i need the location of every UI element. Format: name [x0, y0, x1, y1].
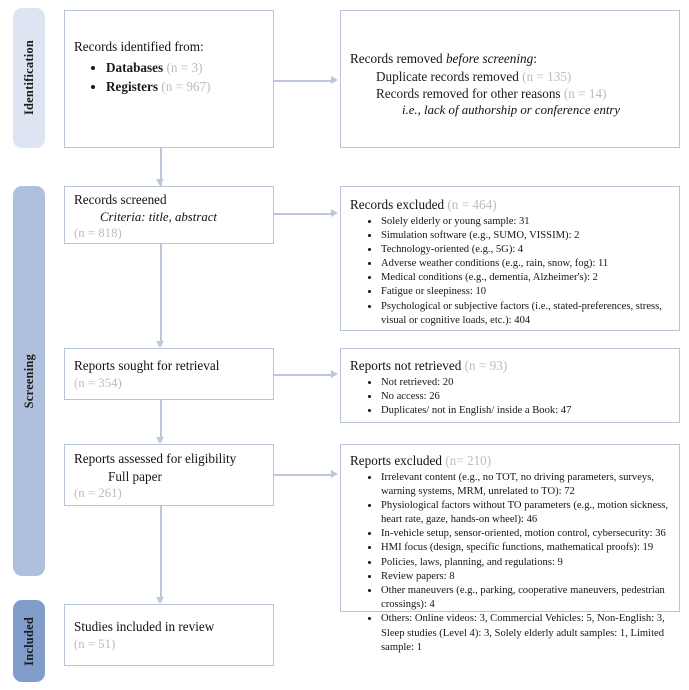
records-removed-title-b: before screening: [445, 51, 534, 66]
list-item: Registers (n = 967): [106, 77, 265, 97]
reports-assessed-count: (n = 261): [74, 485, 122, 500]
reports-excluded-count: (n= 210): [445, 453, 492, 468]
list-item: Other maneuvers (e.g., parking, cooperat…: [380, 584, 671, 612]
duplicate-records-text: Duplicate records removed: [376, 68, 523, 84]
arrowhead-assessed-to-included: [156, 597, 165, 604]
reports-excluded-title: Reports excluded (n= 210): [350, 453, 671, 470]
box-records-screened: Records screened Criteria: title, abstra…: [64, 186, 274, 244]
records-removed-title-c: :: [533, 51, 537, 66]
records-screened-title: Records screened: [74, 192, 167, 207]
list-item: Duplicates/ not in English/ inside a Boo…: [380, 404, 671, 418]
list-item: In-vehicle setup, sensor-oriented, motio…: [380, 527, 671, 541]
box-reports-assessed: Reports assessed for eligibility Full pa…: [64, 444, 274, 506]
list-item: Irrelevant content (e.g., no TOT, no dri…: [380, 471, 671, 499]
source-label: Databases: [106, 59, 164, 75]
reports-not-retrieved-title-text: Reports not retrieved: [350, 358, 465, 373]
reports-not-retrieved-count: (n = 93): [464, 358, 508, 373]
other-reasons-detail: i.e., lack of authorship or conference e…: [402, 102, 621, 117]
arrowhead-assessed-to-excluded: [331, 470, 338, 479]
list-item: Medical conditions (e.g., dementia, Alzh…: [380, 271, 671, 285]
stage-label-included: Included: [13, 600, 45, 682]
records-excluded-reason-list: Solely elderly or young sample: 31 Simul…: [350, 215, 671, 329]
reports-sought-count: (n = 354): [74, 375, 122, 390]
list-item: Adverse weather conditions (e.g., rain, …: [380, 257, 671, 271]
stage-label-screening: Screening: [13, 186, 45, 576]
other-reasons-text: Records removed for other reasons: [376, 85, 564, 101]
reports-not-retrieved-reason-list: Not retrieved: 20 No access: 26 Duplicat…: [350, 376, 671, 419]
list-item: Databases (n = 3): [106, 58, 265, 78]
box-records-identified: Records identified from: Databases (n = …: [64, 10, 274, 148]
arrowhead-sought-to-notretrieved: [331, 370, 338, 379]
connector-screened-to-excluded: [274, 213, 332, 215]
connector-sought-stem: [160, 400, 162, 437]
list-item: Psychological or subjective factors (i.e…: [380, 300, 671, 328]
records-excluded-title: Records excluded (n = 464): [350, 197, 671, 214]
records-identified-title: Records identified from:: [74, 39, 204, 54]
connector-assessed-to-excluded: [274, 474, 332, 476]
records-excluded-count: (n = 464): [447, 197, 497, 212]
box-reports-sought: Reports sought for retrieval (n = 354): [64, 348, 274, 400]
reports-excluded-title-text: Reports excluded: [350, 453, 446, 468]
stage-label-screening-text: Screening: [21, 353, 36, 409]
box-records-removed-before-screening: Records removed before screening: Duplic…: [340, 10, 680, 148]
stage-label-included-text: Included: [21, 616, 36, 666]
list-item: Others: Online videos: 3, Commercial Veh…: [380, 612, 671, 655]
list-item: Solely elderly or young sample: 31: [380, 215, 671, 229]
duplicate-records-count: (n = 135): [522, 68, 572, 84]
list-item: HMI focus (design, specific functions, m…: [380, 541, 671, 555]
records-screened-criteria: Criteria: title, abstract: [100, 209, 217, 224]
records-removed-title: Records removed before screening:: [350, 51, 671, 68]
reports-assessed-title: Reports assessed for eligibility: [74, 451, 237, 466]
reports-not-retrieved-title: Reports not retrieved (n = 93): [350, 358, 671, 375]
arrowhead-screened-to-sought: [156, 341, 165, 348]
reports-assessed-subtitle: Full paper: [108, 468, 162, 484]
connector-identified-to-removed: [274, 80, 332, 82]
arrowhead-screened-to-excluded: [331, 209, 338, 218]
connector-sought-to-notretrieved: [274, 374, 332, 376]
list-item: Physiological factors without TO paramet…: [380, 499, 671, 527]
connector-screened-stem: [160, 244, 162, 341]
reports-sought-title: Reports sought for retrieval: [74, 358, 220, 373]
stage-label-identification: Identification: [13, 8, 45, 148]
source-count: (n = 3): [166, 59, 203, 75]
studies-included-count: (n = 51): [74, 636, 116, 651]
list-item: Technology-oriented (e.g., 5G): 4: [380, 243, 671, 257]
box-reports-not-retrieved: Reports not retrieved (n = 93) Not retri…: [340, 348, 680, 423]
list-item: Policies, laws, planning, and regulation…: [380, 556, 671, 570]
arrowhead-sought-to-assessed: [156, 437, 165, 444]
records-screened-count: (n = 818): [74, 226, 122, 241]
source-count: (n = 967): [161, 79, 211, 95]
records-excluded-title-text: Records excluded: [350, 197, 448, 212]
arrowhead-identified-to-screened: [156, 179, 165, 186]
list-item: Fatigue or sleepiness: 10: [380, 285, 671, 299]
records-removed-title-a: Records removed: [350, 51, 446, 66]
box-records-excluded: Records excluded (n = 464) Solely elderl…: [340, 186, 680, 331]
box-reports-excluded: Reports excluded (n= 210) Irrelevant con…: [340, 444, 680, 653]
other-reasons-line: Records removed for other reasons (n = 1…: [350, 85, 671, 102]
box-studies-included: Studies included in review (n = 51): [64, 604, 274, 666]
arrowhead-identified-to-removed: [331, 76, 338, 85]
list-item: Simulation software (e.g., SUMO, VISSIM)…: [380, 229, 671, 243]
list-item: Not retrieved: 20: [380, 376, 671, 390]
studies-included-title: Studies included in review: [74, 619, 215, 634]
connector-identified-stem: [160, 148, 162, 186]
list-item: Review papers: 8: [380, 570, 671, 584]
other-reasons-count: (n = 14): [563, 85, 607, 101]
source-label: Registers: [106, 79, 158, 95]
list-item: No access: 26: [380, 390, 671, 404]
connector-assessed-stem: [160, 506, 162, 597]
records-identified-source-list: Databases (n = 3) Registers (n = 967): [74, 58, 265, 98]
stage-label-identification-text: Identification: [21, 40, 36, 116]
reports-excluded-reason-list: Irrelevant content (e.g., no TOT, no dri…: [350, 471, 671, 655]
duplicate-records-line: Duplicate records removed (n = 135): [350, 68, 671, 85]
